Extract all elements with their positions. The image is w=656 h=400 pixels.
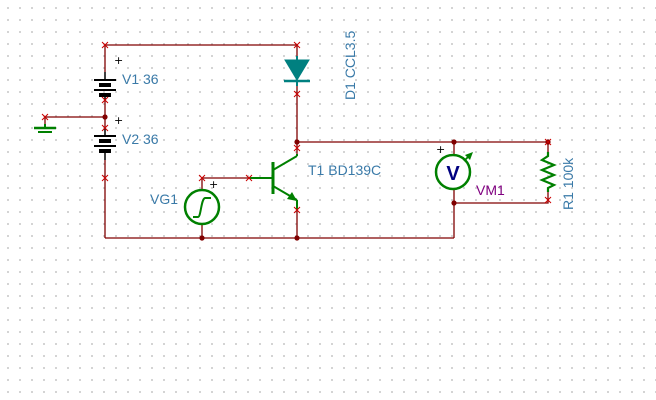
junction-node — [102, 114, 108, 120]
voltmeter-symbol: V — [446, 163, 460, 185]
junction-node — [294, 139, 300, 145]
pin-marker — [293, 90, 301, 98]
transistor-t1[interactable] — [250, 154, 298, 210]
r1-label[interactable]: R1 100k — [560, 157, 576, 210]
t1-label[interactable]: T1 BD139C — [308, 162, 381, 178]
signal-generator-vg1[interactable]: + — [183, 178, 221, 226]
step-wave-icon — [193, 197, 211, 218]
wire-r1-bottom[interactable] — [454, 192, 549, 204]
v1-label[interactable]: V1 36 — [122, 71, 159, 87]
wire-top[interactable] — [105, 44, 298, 56]
diode-d1[interactable] — [284, 56, 310, 86]
voltmeter-vm1[interactable]: V + — [434, 143, 473, 191]
pin-marker — [245, 174, 253, 182]
v1-plus-mark: + — [114, 54, 123, 67]
pin-marker — [544, 138, 552, 146]
pin-marker — [41, 113, 49, 121]
pin-marker — [101, 174, 109, 182]
d1-label[interactable]: D1 CCL3.5 — [342, 31, 358, 100]
pin-marker — [101, 41, 109, 49]
pin-marker — [293, 41, 301, 49]
pin-marker — [293, 144, 301, 152]
pin-marker — [198, 174, 206, 182]
pin-marker — [293, 206, 301, 214]
junction-node — [451, 200, 457, 206]
junction-node — [294, 235, 300, 241]
vm1-label[interactable]: VM1 — [476, 182, 505, 198]
junction-node — [451, 139, 457, 145]
pin-marker — [544, 196, 552, 204]
vg1-plus-mark: + — [209, 178, 218, 191]
resistor-r1[interactable] — [539, 152, 557, 192]
pin-marker — [101, 124, 109, 132]
v2-plus-mark: + — [114, 114, 123, 127]
vm1-plus-mark: + — [436, 143, 445, 156]
battery-v1[interactable]: + — [94, 54, 123, 100]
pin-marker — [101, 96, 109, 104]
junction-node — [199, 235, 205, 241]
wire-ground[interactable] — [44, 116, 105, 124]
v2-label[interactable]: V2 36 — [122, 131, 159, 147]
vg1-label[interactable]: VG1 — [150, 191, 178, 207]
pin-markers — [41, 41, 552, 214]
ground-symbol[interactable] — [34, 124, 56, 133]
battery-v2[interactable]: + — [94, 114, 123, 160]
